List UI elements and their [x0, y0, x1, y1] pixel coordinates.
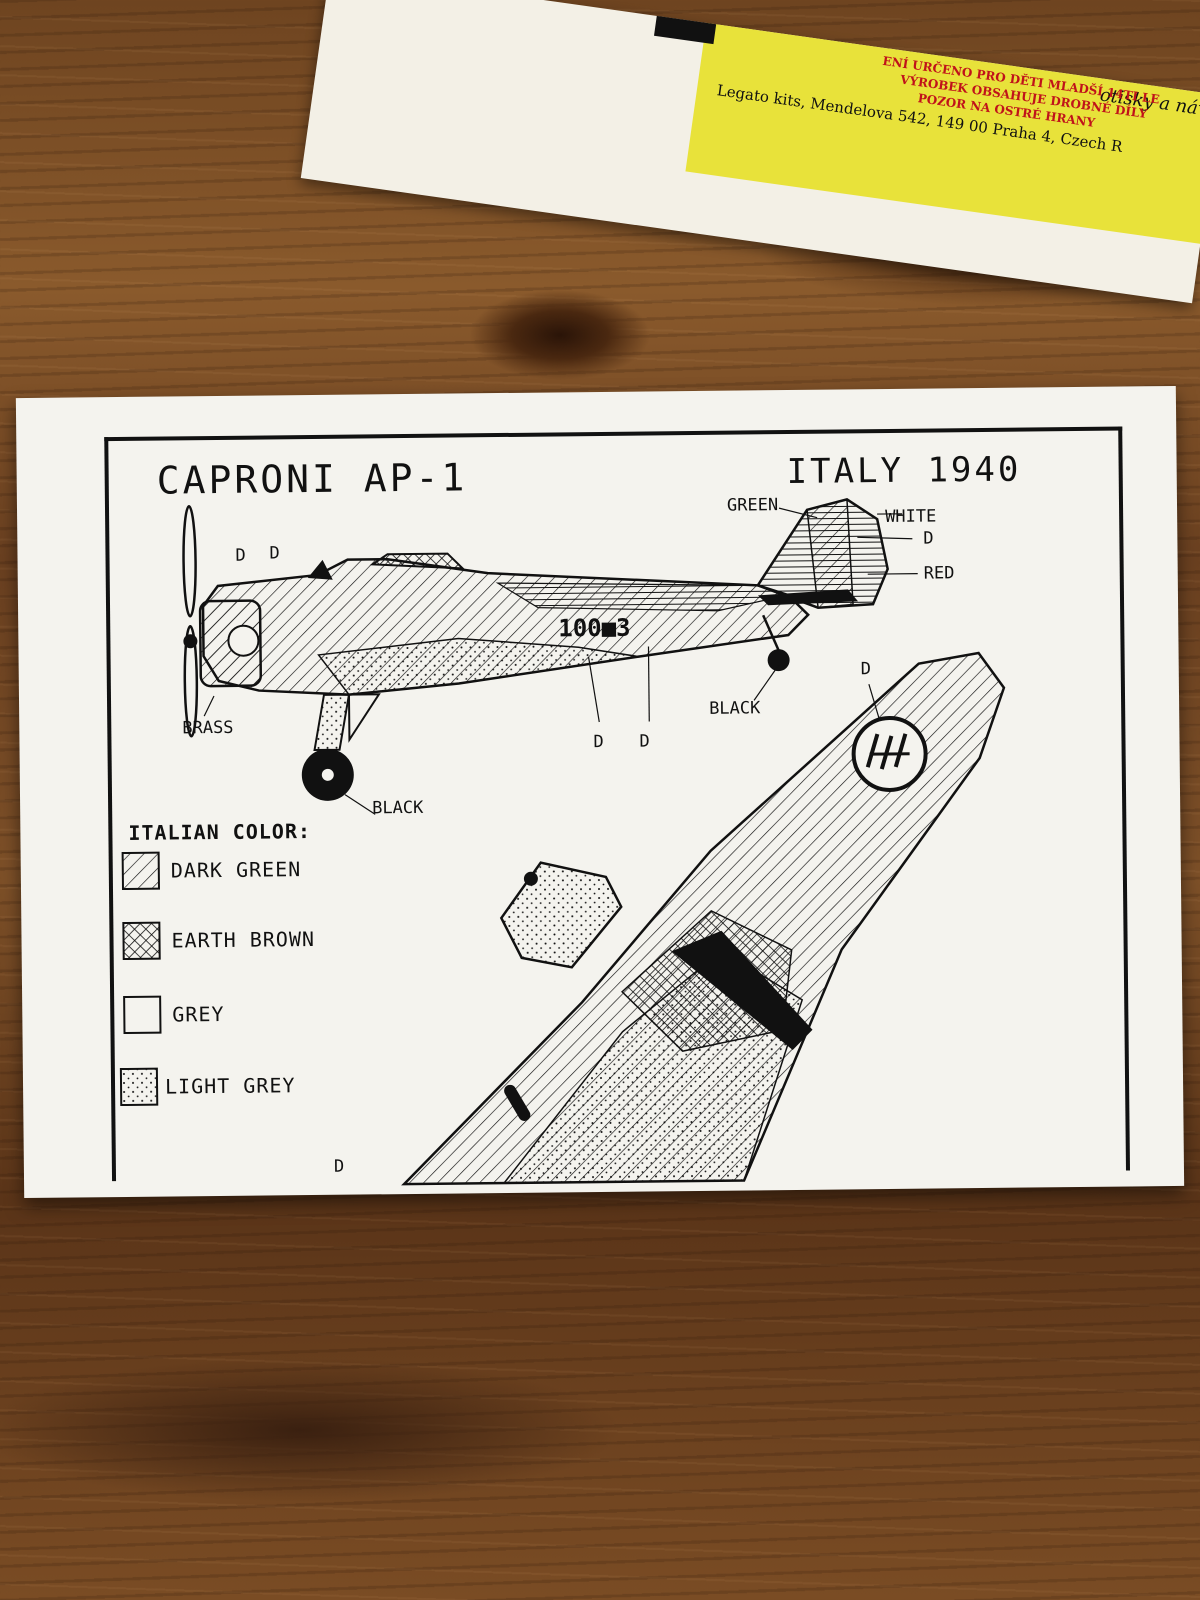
instruction-booklet: otisky a návo ENÍ URČENO PRO DĚTI MLADŠÍ… — [300, 0, 1200, 304]
decal-marker-2: D — [269, 543, 280, 564]
legend-swatch-light-grey — [119, 1067, 159, 1107]
callout-green: GREEN — [726, 495, 779, 516]
top-view-wing — [401, 651, 1006, 1186]
fuselage-code: 100■3 — [558, 613, 631, 643]
legend-label-dark-green: DARK GREEN — [170, 857, 302, 883]
decal-marker-3: D — [923, 528, 934, 549]
callout-red: RED — [923, 563, 955, 584]
callout-white: WHITE — [885, 506, 937, 527]
callout-black-tail-wheel: BLACK — [709, 698, 761, 719]
decal-marker-5: D — [639, 731, 650, 752]
legend-label-light-grey: LIGHT GREY — [164, 1073, 296, 1099]
legend-label-earth-brown: EARTH BROWN — [171, 926, 316, 953]
legend-swatch-dark-green — [121, 851, 160, 891]
booklet-black-bar — [654, 15, 717, 45]
aircraft-drawing — [119, 498, 1006, 1186]
decal-marker-6: D — [860, 659, 872, 680]
decal-marker-4: D — [593, 731, 604, 753]
callout-brass: BRASS — [182, 717, 234, 739]
legend-heading: ITALIAN COLOR: — [128, 819, 312, 845]
decal-marker-7: D — [333, 1156, 345, 1177]
booklet-yellow-band — [685, 22, 1200, 247]
legend-swatch-grey — [123, 995, 162, 1035]
painting-instruction-sheet: CAPRONI AP-1 ITALY 1940 — [15, 385, 1185, 1199]
callout-black-main-wheel: BLACK — [372, 797, 424, 819]
side-view-aircraft — [182, 498, 889, 801]
decal-marker-1: D — [235, 545, 246, 566]
legend-label-grey: GREY — [172, 1001, 225, 1027]
legend-swatch-earth-brown — [122, 921, 161, 961]
